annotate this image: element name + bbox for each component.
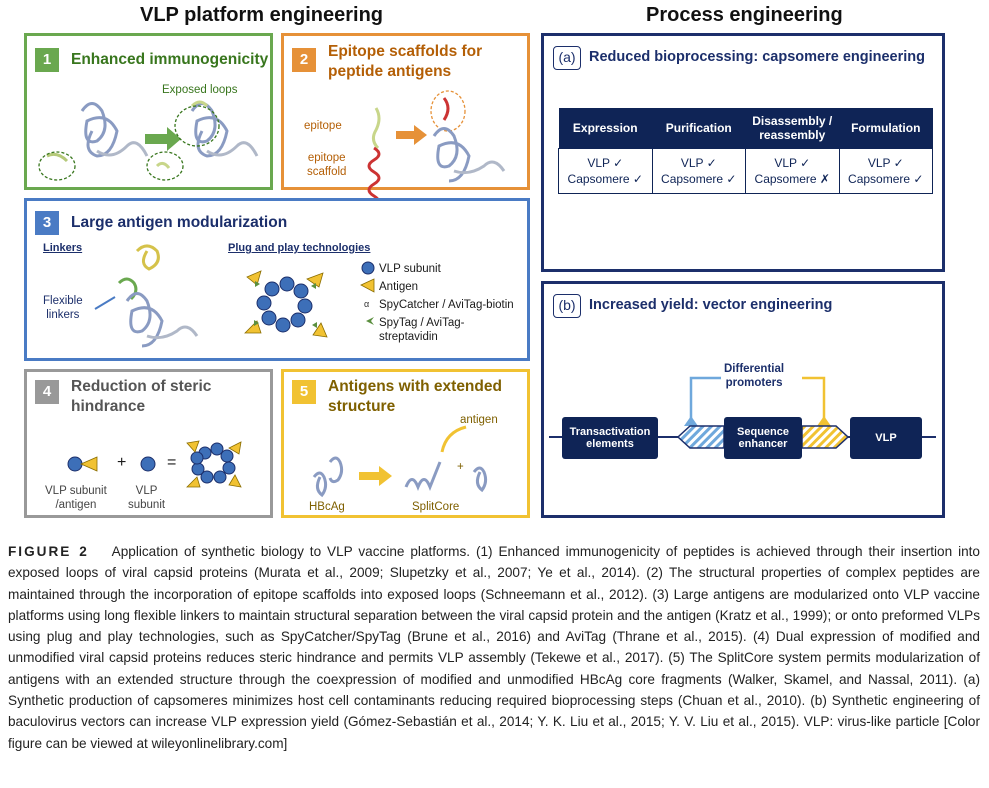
panel-number: 1 — [35, 48, 59, 72]
column-header: Disassembly / reassembly — [745, 108, 839, 149]
column-header: Purification — [652, 108, 746, 149]
panel-title: Enhanced immunogenicity — [71, 51, 269, 68]
panel-number: 2 — [292, 48, 316, 72]
table-row: VLP ✓Capsomere ✓ VLP ✓Capsomere ✓ VLP ✓C… — [558, 148, 933, 194]
table-cell: VLP ✓Capsomere ✓ — [558, 148, 653, 194]
table-cell: VLP ✓Capsomere ✓ — [651, 148, 746, 194]
panel-tag: (b) — [553, 294, 581, 318]
vlp-subunit-label: VLP subunit — [128, 485, 166, 511]
vlp-subunit-icon — [361, 261, 375, 275]
panel-title: Reduction of steric hindrance — [71, 378, 212, 415]
hbcag-label: HBcAg — [309, 501, 345, 513]
panel-enhanced-immunogenicity: 1 Enhanced immunogenicity Exposed loops — [24, 33, 273, 190]
splitcore-label: SplitCore — [412, 501, 460, 513]
panel-number: 4 — [35, 380, 59, 404]
spytag-icon — [366, 317, 374, 325]
promoter-left-arrow-icon — [676, 425, 725, 449]
panel-large-antigen-modularization: 3 Large antigen modularization Linkers P… — [24, 198, 530, 361]
epitope-scaffold-label: epitope scaffold — [307, 152, 347, 178]
plus-sign: + — [457, 461, 464, 473]
antigen-icon — [360, 278, 375, 293]
linker-illustration — [94, 244, 199, 348]
spycatcher-icon: α — [364, 299, 369, 309]
splitcore-illustration — [312, 425, 488, 498]
figure-caption-text: Application of synthetic biology to VLP … — [8, 544, 980, 751]
panel-number: 3 — [35, 211, 59, 235]
legend-spytag: SpyTag / AviTag- — [379, 317, 465, 329]
panel-title: Increased yield: vector engineering — [589, 297, 833, 313]
table-header-row: Expression Purification Disassembly / re… — [558, 108, 933, 149]
panel-steric-hindrance: 4 Reduction of steric hindrance + = VLP … — [24, 369, 273, 518]
antigen-label: antigen — [460, 414, 498, 426]
plus-sign: + — [117, 454, 127, 471]
sequence-enhancer-box: Sequence enhancer — [724, 417, 802, 459]
table-cell: VLP ✓Capsomere ✗ — [745, 148, 840, 194]
epitope-label: epitope — [304, 120, 342, 132]
panel-title: Reduced bioprocessing: capsomere enginee… — [589, 49, 925, 65]
right-arrow-icon — [396, 125, 427, 145]
figure-label: FIGURE 2 — [8, 544, 89, 559]
scaffold-illustration — [367, 90, 506, 210]
right-arrow-icon — [145, 127, 181, 151]
panel-reduced-bioprocessing: (a) Reduced bioprocessing: capsomere eng… — [541, 33, 945, 272]
transactivation-elements-box: Transactivation elements — [562, 417, 658, 459]
panel-extended-structure: 5 Antigens with extended structure antig… — [281, 369, 530, 518]
panel-increased-yield: (b) Increased yield: vector engineering … — [541, 281, 945, 518]
equals-sign: = — [167, 454, 177, 471]
panel-title: Large antigen modularization — [71, 214, 288, 231]
exposed-loops-label: Exposed loops — [162, 84, 238, 96]
heading-vlp-platform: VLP platform engineering — [140, 4, 383, 26]
vlp-gene-box: VLP — [850, 417, 922, 459]
panel-tag: (a) — [553, 46, 581, 70]
right-arrow-icon — [359, 466, 392, 486]
plug-and-play-label: Plug and play technologies — [228, 242, 371, 254]
panel-number: 5 — [292, 380, 316, 404]
protein-structure-illustration — [38, 100, 259, 181]
flexible-linkers-label: Flexible linkers — [43, 295, 83, 321]
heading-process-engineering: Process engineering — [646, 4, 843, 26]
legend-spytag-cont: streptavidin — [379, 331, 438, 343]
table-cell: VLP ✓Capsomere ✓ — [838, 148, 933, 194]
legend-spycatcher: SpyCatcher / AviTag-biotin — [379, 299, 514, 311]
panel-title: Epitope scaffolds for peptide antigens — [328, 43, 483, 80]
differential-promoters-label: Differential promoters — [724, 363, 785, 389]
linkers-label: Linkers — [43, 242, 83, 254]
steric-illustration — [67, 440, 242, 488]
legend-vlp-subunit: VLP subunit — [379, 263, 441, 275]
panel-epitope-scaffolds: 2 Epitope scaffolds for peptide antigens… — [281, 33, 530, 210]
plug-and-play-illustration — [244, 270, 328, 338]
panel-title: Antigens with extended structure — [328, 378, 502, 415]
plug-and-play-legend-icons: α — [360, 261, 375, 325]
legend-antigen: Antigen — [379, 281, 419, 293]
column-header: Expression — [558, 108, 652, 149]
vlp-subunit-antigen-label: VLP subunit /antigen — [45, 485, 107, 511]
promoter-right-arrow-icon — [801, 425, 850, 449]
figure-caption: FIGURE 2 Application of synthetic biolog… — [8, 541, 980, 754]
bioprocessing-table: Expression Purification Disassembly / re… — [558, 108, 933, 194]
column-header: Formulation — [839, 108, 933, 149]
